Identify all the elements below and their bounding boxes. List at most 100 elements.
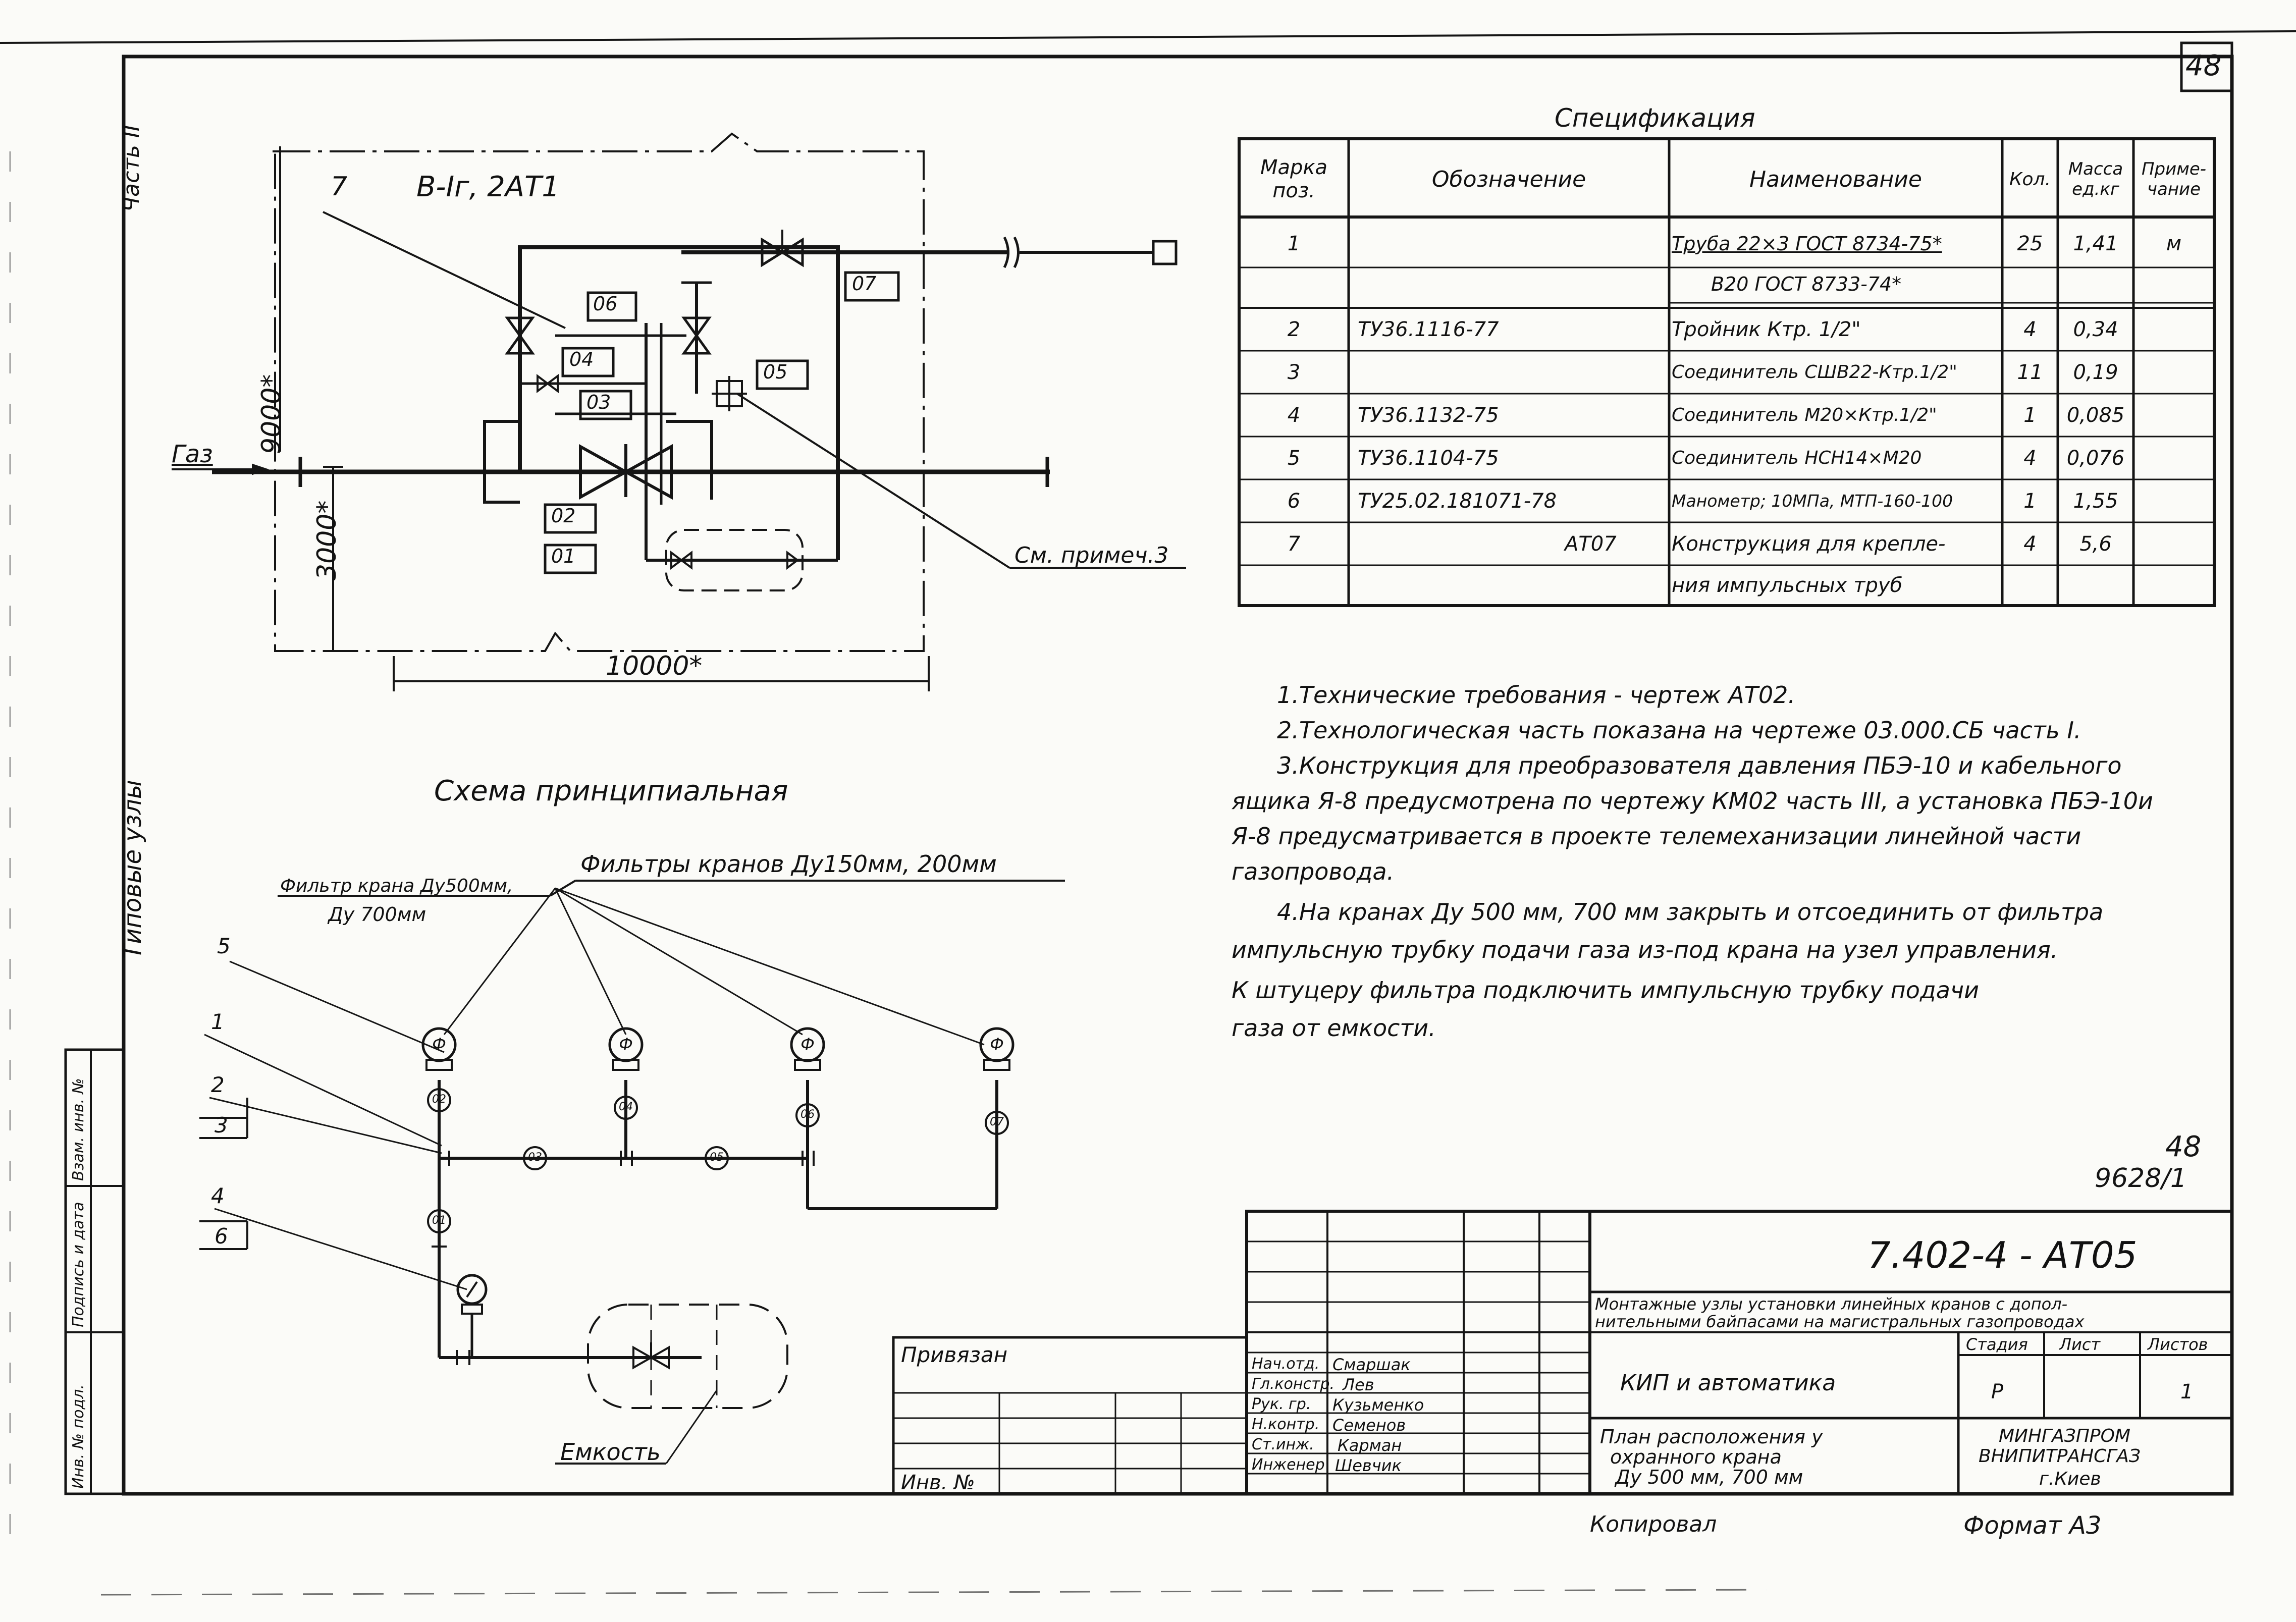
- plan-tag-02: 02: [551, 505, 576, 527]
- scheme-pos-1: 1: [211, 1009, 225, 1034]
- format-label: Формат А3: [1963, 1511, 2102, 1540]
- scheme-circle-03: 03: [528, 1151, 542, 1164]
- spec-row-1-name: Труба 22×3 ГОСТ 8734-75*: [1672, 232, 1942, 255]
- spec-row-3-mark: 3: [1287, 360, 1301, 384]
- filter-symbol-2: Ф: [619, 1035, 633, 1054]
- spec-header-note: Приме- чание: [2133, 141, 2214, 217]
- scheme-drawing: [199, 880, 1065, 1465]
- spec-row-6-mass: 1,55: [2073, 489, 2118, 513]
- tb-title-line2: нительными байпасами на магистральных га…: [1595, 1312, 2085, 1331]
- spec-row-2-mass: 0,34: [2073, 317, 2118, 341]
- scheme-tank-label: Емкость: [560, 1438, 661, 1466]
- tb-name-5: Карман: [1338, 1436, 1402, 1455]
- note-line-9: К штуцеру фильтра подключить импульсную …: [1232, 977, 1979, 1004]
- page-number: 48: [2185, 49, 2222, 82]
- spec-header-designation: Обозначение: [1431, 166, 1586, 192]
- tb-name-2: Лев: [1343, 1375, 1374, 1394]
- spec-row-3-name: Соединитель СШВ22-Ктр.1/2": [1672, 362, 1957, 383]
- tb-role-5: Ст.инж.: [1252, 1436, 1314, 1453]
- spec-row-5-designation: ТУ36.1104-75: [1358, 446, 1499, 470]
- plan-zone-label: В-Iг, 2АТ1: [416, 171, 560, 203]
- scheme-circle-01: 01: [432, 1214, 446, 1227]
- side-part-label: Часть II: [119, 125, 144, 212]
- tb-role-2: Гл.констр.: [1252, 1375, 1335, 1393]
- tb-stage-header: Стадия: [1966, 1335, 2028, 1354]
- spec-row-5-qty: 4: [2023, 446, 2037, 470]
- spec-row-5-mass: 0,076: [2066, 446, 2125, 470]
- spec-row-7b-name: ния импульсных труб: [1672, 574, 1903, 597]
- note-line-5: Я-8 предусматривается в проекте телемеха…: [1232, 823, 2081, 850]
- spec-row-1-mass: 1,41: [2073, 232, 2118, 255]
- tb-section: КИП и автоматика: [1620, 1370, 1836, 1396]
- spec-row-4-designation: ТУ36.1132-75: [1358, 403, 1499, 427]
- spec-row-3-mass: 0,19: [2073, 360, 2118, 384]
- spec-row-5-name: Соединитель НСН14×М20: [1672, 448, 1922, 468]
- spec-row-4-mass: 0,085: [2066, 403, 2125, 427]
- plan-dim-9000: 9000*: [256, 374, 287, 454]
- spec-row-7-mark: 7: [1287, 532, 1301, 556]
- spec-header-note-line1: Приме-: [2141, 159, 2207, 179]
- tb-code: 7.402-4 - АТ05: [1867, 1234, 2138, 1276]
- spec-row-1-note: м: [2166, 232, 2182, 255]
- tb-role-4: Н.контр.: [1252, 1416, 1320, 1433]
- spec-row-7-designation: АТ07: [1565, 532, 1617, 556]
- tb-sheets-header: Листов: [2148, 1335, 2208, 1354]
- spec-header-mass: Масса ед.кг: [2058, 141, 2133, 217]
- copied-label: Копировал: [1590, 1511, 1717, 1537]
- plan-tag-04: 04: [569, 348, 594, 370]
- spec-table-grid: [1238, 137, 2216, 607]
- tb-stage-value: Р: [1991, 1380, 2004, 1403]
- scheme-circle-06: 06: [800, 1108, 815, 1121]
- spec-row-6-designation: ТУ25.02.181071-78: [1358, 489, 1557, 513]
- title-block-grid: [892, 1210, 2233, 1495]
- spec-header-mark-line2: поз.: [1272, 179, 1315, 202]
- spec-header-mass-line2: ед.кг: [2072, 179, 2119, 199]
- note-line-7: 4.На кранах Ду 500 мм, 700 мм закрыть и …: [1277, 898, 2104, 926]
- spec-title: Спецификация: [1555, 103, 1755, 133]
- filter-symbol-4: Ф: [990, 1035, 1004, 1054]
- tb-org-line3: г.Киев: [2039, 1469, 2101, 1489]
- spec-row-4-name: Соединитель М20×Ктр.1/2": [1672, 405, 1937, 425]
- scheme-pos-4: 4: [211, 1183, 225, 1208]
- spec-header-mark: Марка поз.: [1239, 141, 1349, 217]
- spec-row-6-mark: 6: [1287, 489, 1301, 513]
- spec-row-2-designation: ТУ36.1116-77: [1358, 317, 1499, 341]
- note-line-6: газопровода.: [1232, 858, 1395, 885]
- spec-row-5-mark: 5: [1287, 446, 1301, 470]
- scheme-title: Схема принципиальная: [434, 775, 788, 807]
- plan-tag-05: 05: [763, 361, 788, 383]
- spec-row-4-mark: 4: [1287, 403, 1301, 427]
- plan-gas-label: Газ: [172, 440, 213, 468]
- tb-name-4: Семенов: [1332, 1416, 1406, 1435]
- plan-drawing: [172, 132, 1186, 691]
- spec-row-7-qty: 4: [2023, 532, 2037, 556]
- scheme-pos-5: 5: [217, 934, 231, 958]
- plan-dim-10000: 10000*: [606, 651, 703, 681]
- note-line-1: 1.Технические требования - чертеж АТ02.: [1277, 681, 1796, 709]
- tb-org-line2: ВНИПИТРАНСГАЗ: [1979, 1446, 2141, 1467]
- tb-name-6: Шевчик: [1335, 1456, 1402, 1475]
- scheme-circle-05: 05: [710, 1151, 724, 1164]
- spec-row-2-mark: 2: [1287, 317, 1301, 341]
- scheme-filter-big: Фильтры кранов Ду150мм, 200мм: [580, 850, 997, 878]
- spec-row-2-name: Тройник Ктр. 1/2": [1672, 317, 1861, 341]
- spec-row-4-qty: 1: [2023, 403, 2037, 427]
- scheme-filter-small-1: Фильтр крана Ду500мм,: [280, 876, 513, 896]
- tb-plan-line3: Ду 500 мм, 700 мм: [1615, 1466, 1803, 1488]
- note-line-3: 3.Конструкция для преобразователя давлен…: [1277, 752, 2122, 779]
- note-line-4: ящика Я-8 предусмотрена по чертежу КМ02 …: [1232, 787, 2153, 815]
- spec-row-2-qty: 4: [2023, 317, 2037, 341]
- plan-tag-06: 06: [593, 293, 618, 315]
- spec-header-mass-line1: Масса: [2068, 159, 2123, 179]
- scheme-pos-2: 2: [211, 1072, 225, 1097]
- spec-header-mark-line1: Марка: [1260, 156, 1328, 179]
- spec-header-qty: Кол.: [2009, 169, 2051, 190]
- tb-bound: Привязан: [901, 1342, 1008, 1367]
- spec-row-1b-name: В20 ГОСТ 8733-74*: [1711, 273, 1902, 295]
- tb-plan-line2: охранного крана: [1610, 1446, 1782, 1468]
- spec-header-name: Наименование: [1749, 166, 1922, 192]
- plan-tag-01: 01: [551, 545, 576, 567]
- note-line-10: газа от емкости.: [1232, 1014, 1436, 1042]
- spec-row-6-name: Манометр; 10МПа, МТП-160-100: [1672, 491, 1953, 511]
